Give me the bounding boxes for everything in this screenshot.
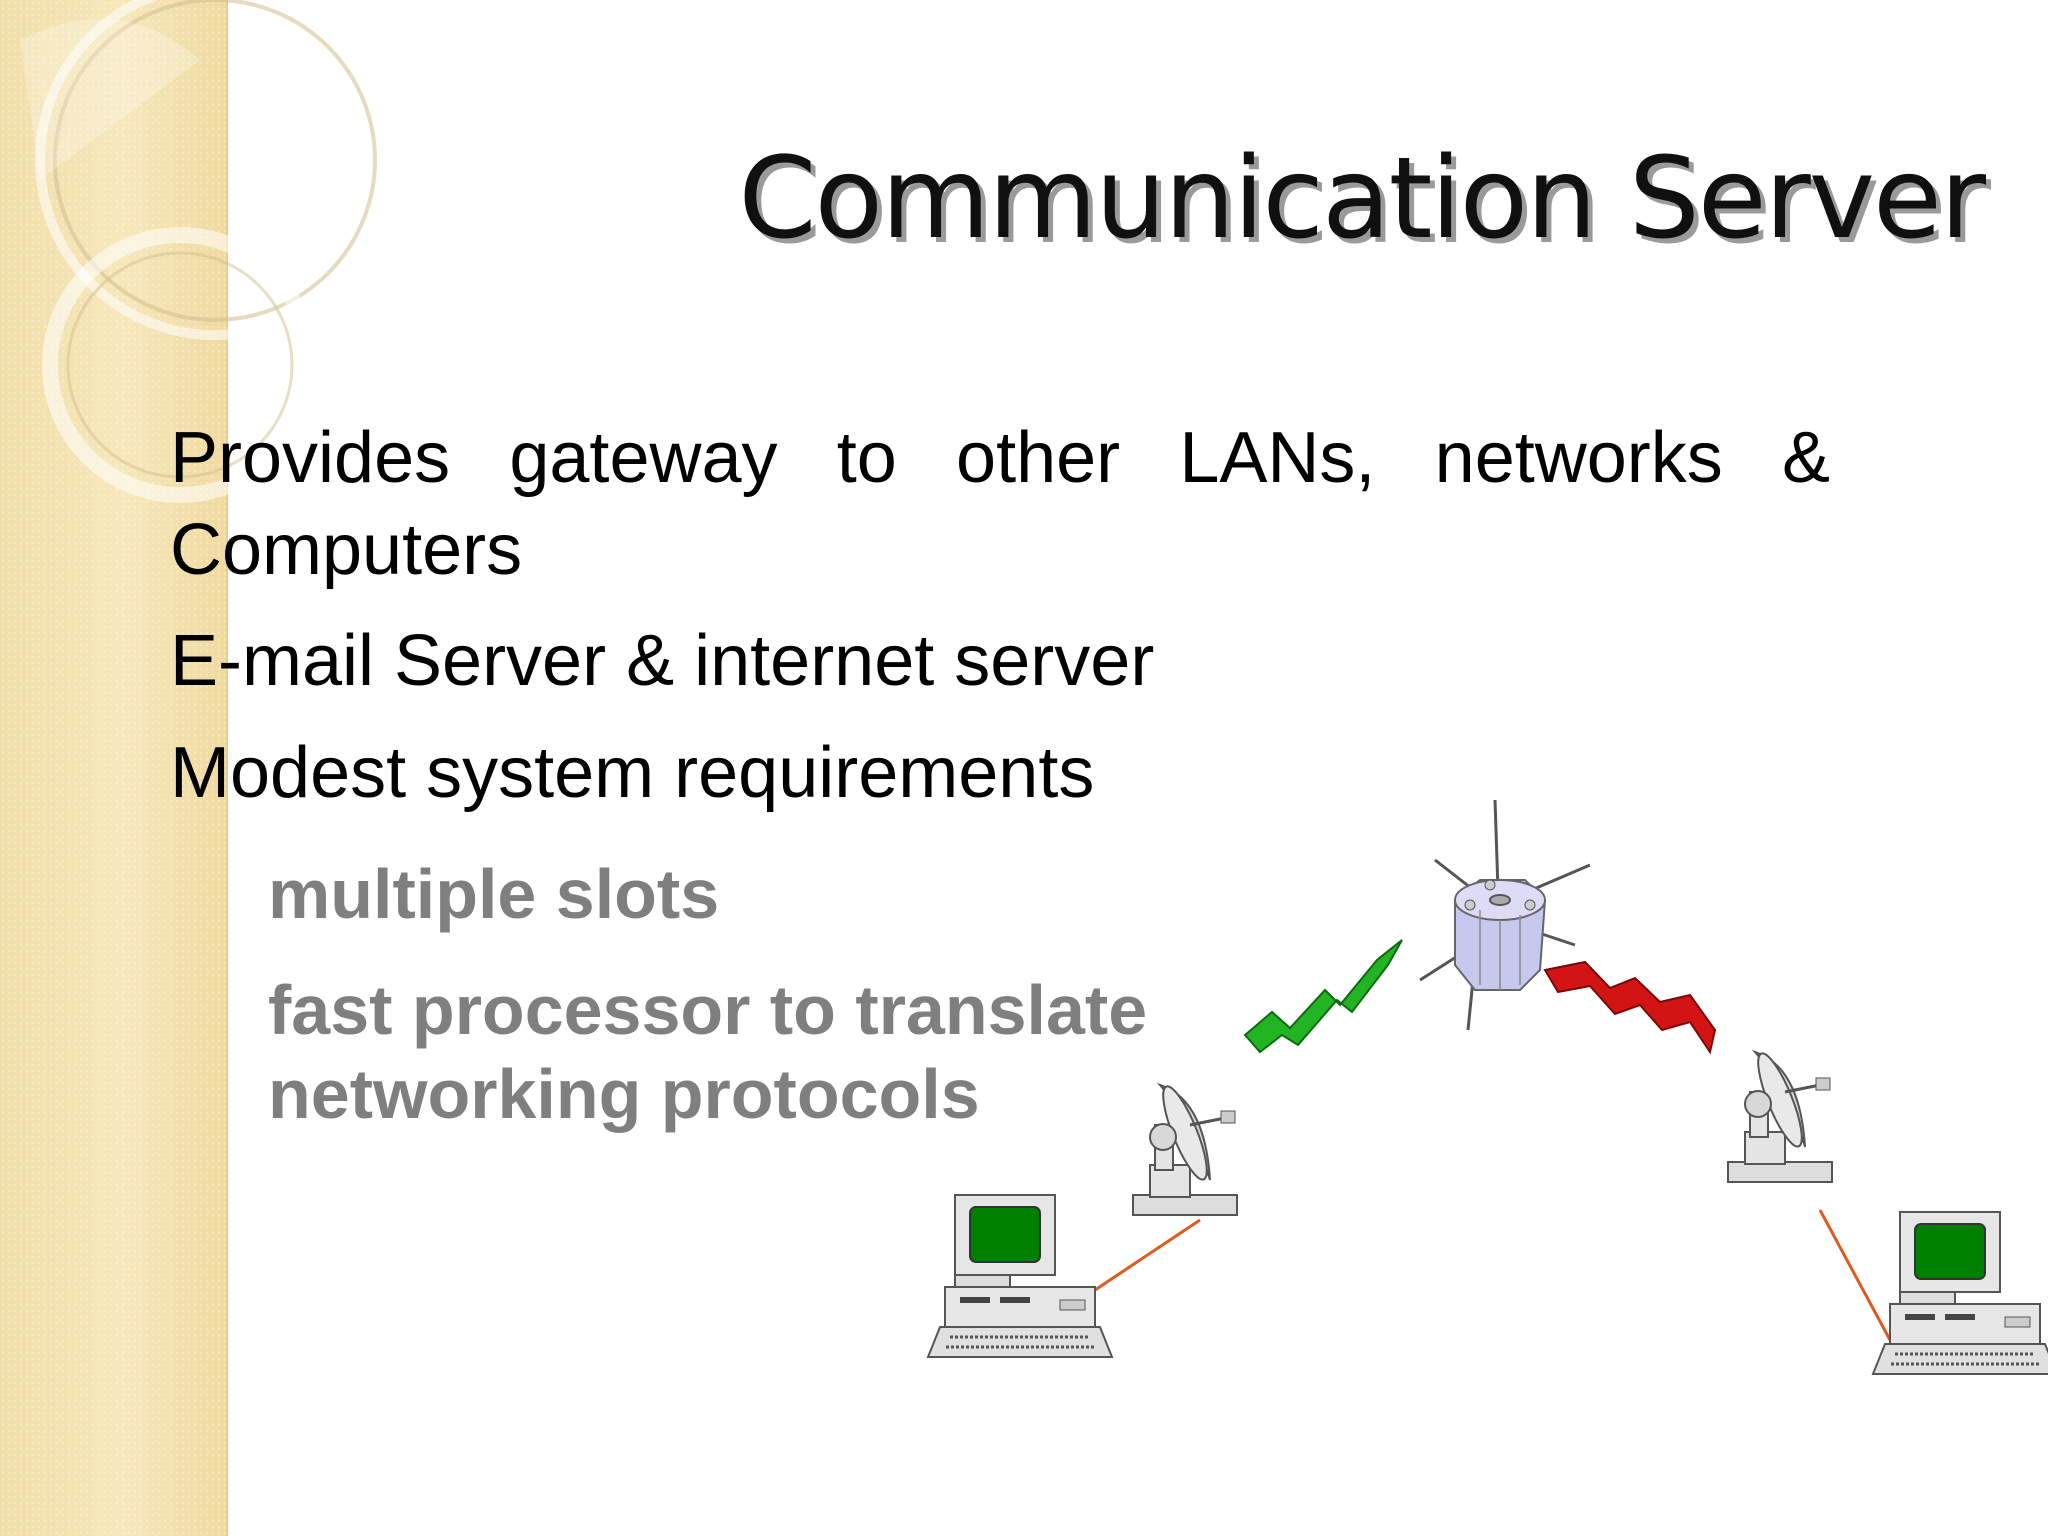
network-diagram	[926, 799, 2048, 1375]
bullet-system-requirements: Modest system requirements	[170, 733, 1095, 813]
uplink-arrow-icon	[1243, 939, 1403, 1054]
sub-bullet-line-1: fast processor to translate	[268, 971, 1148, 1049]
satellite-dish-icon	[1727, 1049, 1833, 1183]
bullet-email-server: E-mail Server & internet server	[170, 621, 1155, 701]
computer-icon	[926, 1194, 1114, 1358]
downlink-arrow-icon	[1543, 960, 1717, 1055]
satellite-icon	[1419, 799, 1591, 1031]
satellite-dish-icon	[1132, 1082, 1238, 1216]
sub-bullet-multiple-slots: multiple slots	[268, 855, 720, 933]
bullet-gateway: Provides gateway to other LANs, networks…	[170, 418, 1830, 590]
cable-right	[1818, 1209, 1892, 1341]
sub-bullet-line-2: networking protocols	[268, 1055, 980, 1133]
sub-bullet-fast-processor: fast processor to translate networking p…	[268, 968, 1147, 1136]
slide-title: Communication Server	[738, 134, 1986, 264]
computer-icon	[1871, 1211, 2048, 1375]
